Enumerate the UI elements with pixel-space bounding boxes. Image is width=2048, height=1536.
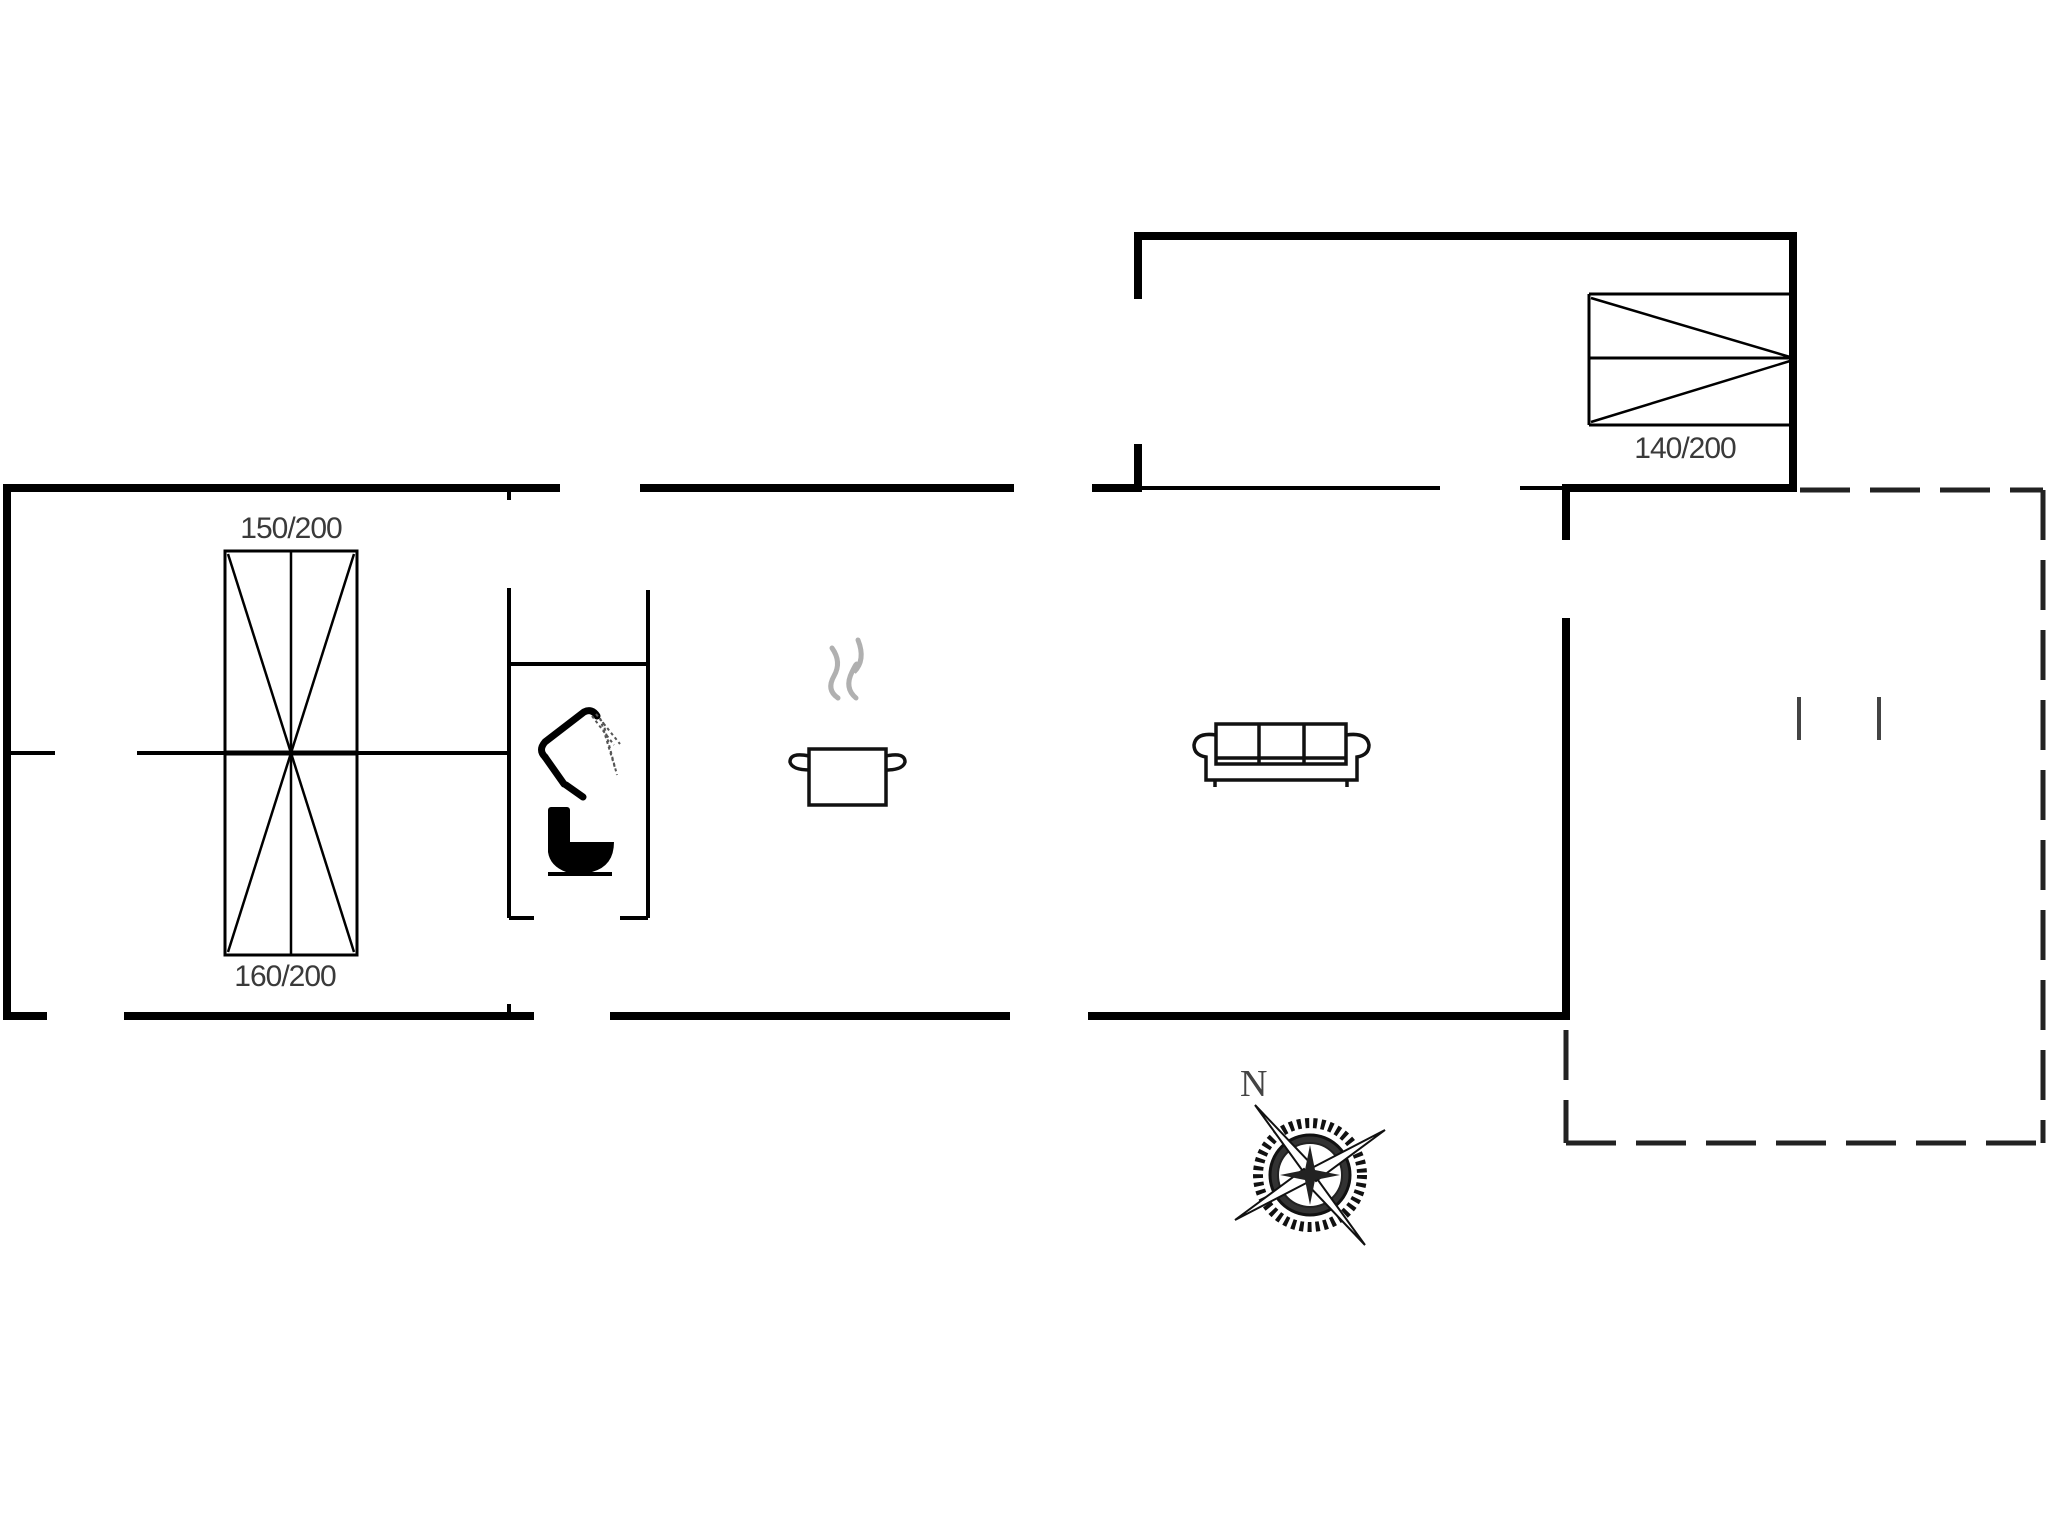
terrace-marks	[1797, 697, 1881, 740]
sofa-icon	[1192, 722, 1371, 787]
bed-label-top: 150/200	[240, 512, 342, 545]
toilet-icon	[548, 807, 614, 876]
exterior-walls	[3, 232, 1797, 1020]
bed-annex	[1587, 292, 1791, 427]
compass-north-label: N	[1240, 1063, 1268, 1105]
bed-west	[223, 549, 359, 957]
shower-icon	[538, 707, 621, 801]
terrace-outline	[1563, 487, 2046, 1146]
bed-label-annex: 140/200	[1634, 432, 1736, 465]
cooking-pot-icon	[788, 637, 907, 807]
compass-icon	[1234, 1104, 1386, 1246]
bed-label-bottom: 160/200	[234, 960, 336, 993]
